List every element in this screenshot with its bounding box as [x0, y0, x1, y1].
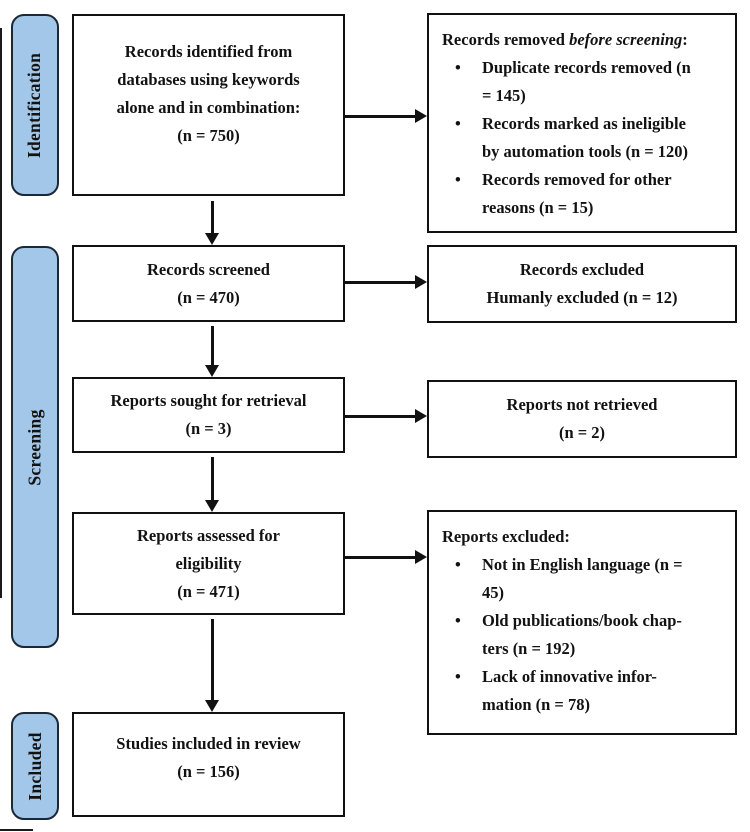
- box-studies-included: Studies included in review (n = 156): [72, 712, 345, 817]
- stage-label-included-text: Included: [24, 731, 45, 801]
- arrowhead-right-icon: [415, 275, 427, 289]
- arrow-line: [345, 555, 415, 559]
- bullet-text: Records marked as ineligible by automati…: [482, 114, 689, 161]
- arrow-assessed-to-included: [205, 619, 219, 712]
- bullet-text: Lack of innovative infor- mation (n = 78…: [482, 667, 657, 714]
- list-item: • Duplicate records removed (n = 145): [455, 54, 722, 110]
- page-edge-line: [0, 28, 2, 598]
- list-item: • Records marked as ineligible by automa…: [455, 110, 722, 166]
- arrow-line: [345, 280, 415, 284]
- arrowhead-right-icon: [415, 550, 427, 564]
- box-records-identified: Records identified from databases using …: [72, 14, 345, 196]
- arrowhead-right-icon: [415, 109, 427, 123]
- stage-label-identification-text: Identification: [24, 52, 45, 158]
- list-item: • Not in English language (n = 45): [455, 551, 722, 607]
- box-records-removed: Records removed before screening: • Dupl…: [427, 13, 737, 233]
- arrow-screened-to-sought: [205, 326, 219, 377]
- page-edge-tick: [0, 829, 33, 831]
- bullet-icon: •: [455, 611, 461, 630]
- records-removed-title-italic: before screening: [569, 30, 683, 49]
- reports-excluded-title: Reports excluded:: [442, 527, 570, 546]
- stage-label-screening-text: Screening: [24, 408, 45, 486]
- bullet-icon: •: [455, 667, 461, 686]
- arrowhead-right-icon: [415, 409, 427, 423]
- stage-label-included: Included: [11, 712, 59, 820]
- bullet-icon: •: [455, 555, 461, 574]
- arrow-identified-to-removed: [345, 109, 427, 123]
- records-removed-title-suffix: :: [682, 30, 688, 49]
- arrowhead-down-icon: [205, 500, 219, 512]
- box-records-excluded: Records excluded Humanly excluded (n = 1…: [427, 245, 737, 323]
- box-reports-not-retrieved: Reports not retrieved (n = 2): [427, 380, 737, 458]
- arrowhead-down-icon: [205, 365, 219, 377]
- arrow-screened-to-excluded: [345, 275, 427, 289]
- bullet-text: Records removed for other reasons (n = 1…: [482, 170, 672, 217]
- records-removed-title-prefix: Records removed: [442, 30, 570, 49]
- list-item: • Old publications/book chap- ters (n = …: [455, 607, 722, 663]
- stage-label-screening: Screening: [11, 246, 59, 648]
- arrow-line: [210, 457, 214, 500]
- box-reports-assessed: Reports assessed for eligibility (n = 47…: [72, 512, 345, 615]
- bullet-icon: •: [455, 114, 461, 133]
- arrow-line: [345, 414, 415, 418]
- bullet-text: Not in English language (n = 45): [482, 555, 683, 602]
- arrow-line: [210, 326, 214, 365]
- arrowhead-down-icon: [205, 700, 219, 712]
- bullet-text: Duplicate records removed (n = 145): [482, 58, 691, 105]
- arrow-line: [345, 114, 415, 118]
- arrow-sought-to-not-retrieved: [345, 409, 427, 423]
- records-removed-title: Records removed before screening:: [442, 26, 722, 54]
- bullet-icon: •: [455, 170, 461, 189]
- bullet-text: Old publications/book chap- ters (n = 19…: [482, 611, 682, 658]
- arrow-identified-to-screened: [205, 201, 219, 245]
- list-item: • Lack of innovative infor- mation (n = …: [455, 663, 722, 719]
- arrow-line: [210, 619, 214, 700]
- bullet-icon: •: [455, 58, 461, 77]
- box-reports-sought: Reports sought for retrieval (n = 3): [72, 377, 345, 453]
- box-records-screened: Records screened (n = 470): [72, 245, 345, 322]
- list-item: • Records removed for other reasons (n =…: [455, 166, 722, 222]
- arrow-sought-to-assessed: [205, 457, 219, 512]
- stage-label-identification: Identification: [11, 14, 59, 196]
- arrow-line: [210, 201, 214, 233]
- box-reports-excluded: Reports excluded: • Not in English langu…: [427, 510, 737, 735]
- arrowhead-down-icon: [205, 233, 219, 245]
- arrow-assessed-to-reports-excluded: [345, 550, 427, 564]
